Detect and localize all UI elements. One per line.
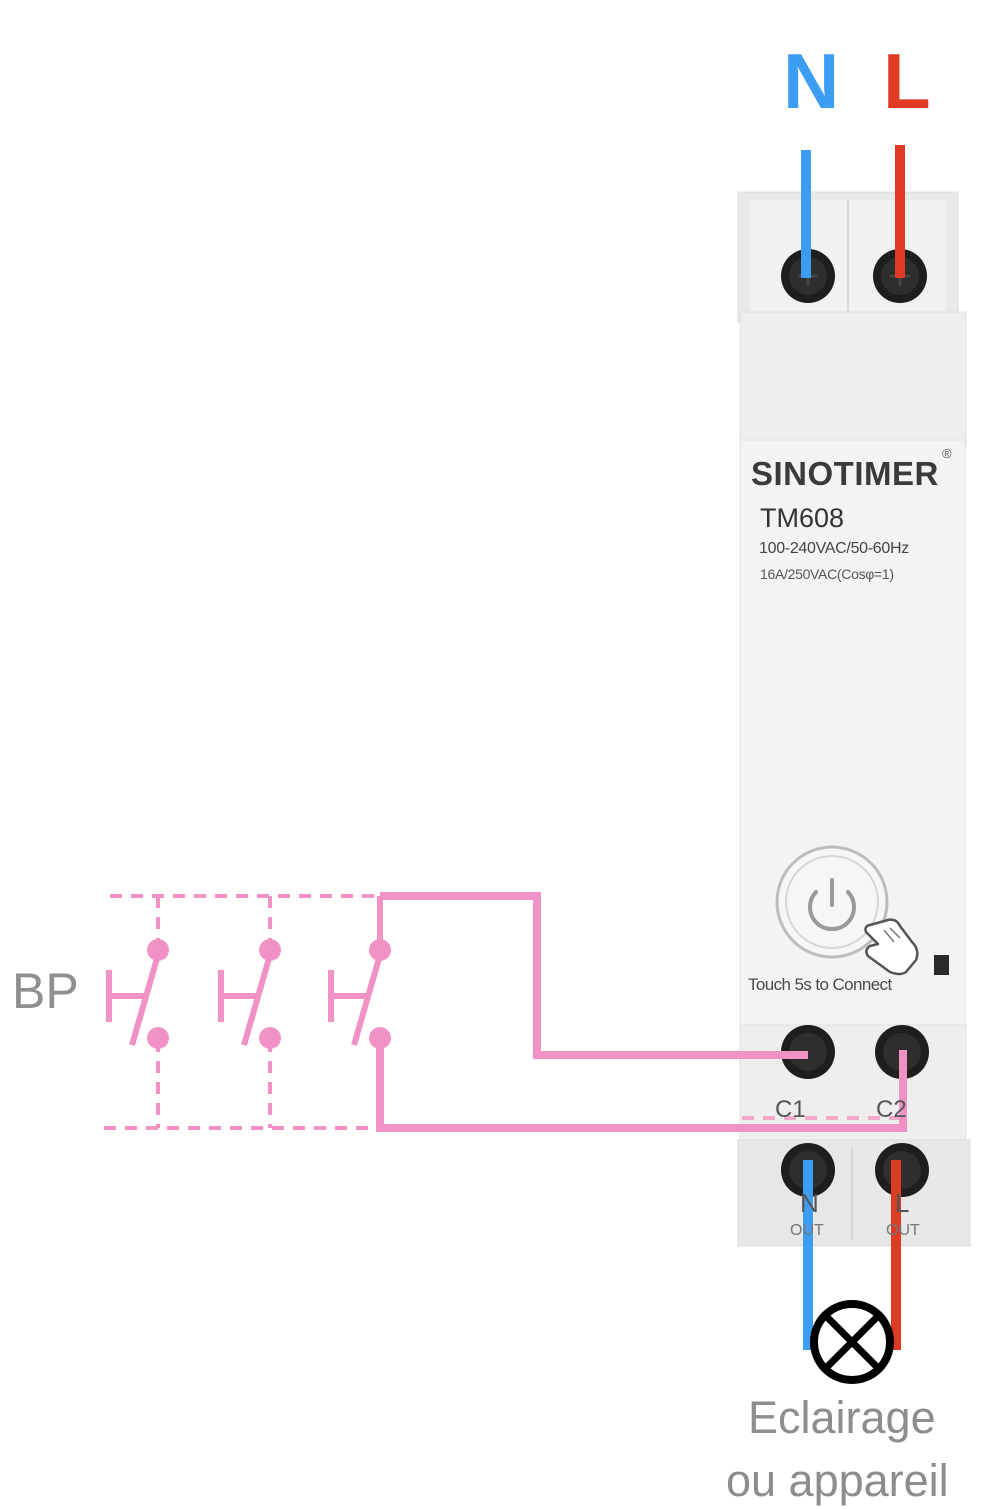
device-shoulder-top [739,311,967,448]
pushbutton-3 [328,939,391,1049]
screw-terminal-l-out [875,1143,929,1197]
wire-to-c2 [376,1040,907,1132]
bottom-terminal-block [737,1139,971,1247]
hand-touch-icon [864,918,919,976]
supply-wires [801,145,905,278]
pushbutton-2 [218,939,281,1049]
timer-device [737,191,971,1247]
lamp-icon [810,1300,894,1384]
wire-to-c1 [380,892,808,1059]
touch-power-button[interactable] [775,845,889,959]
power-icon [808,878,856,932]
pushbutton-circuit [104,892,907,1132]
pushbutton-1 [106,939,169,1049]
output-wires [803,1160,901,1350]
status-led [934,955,949,975]
